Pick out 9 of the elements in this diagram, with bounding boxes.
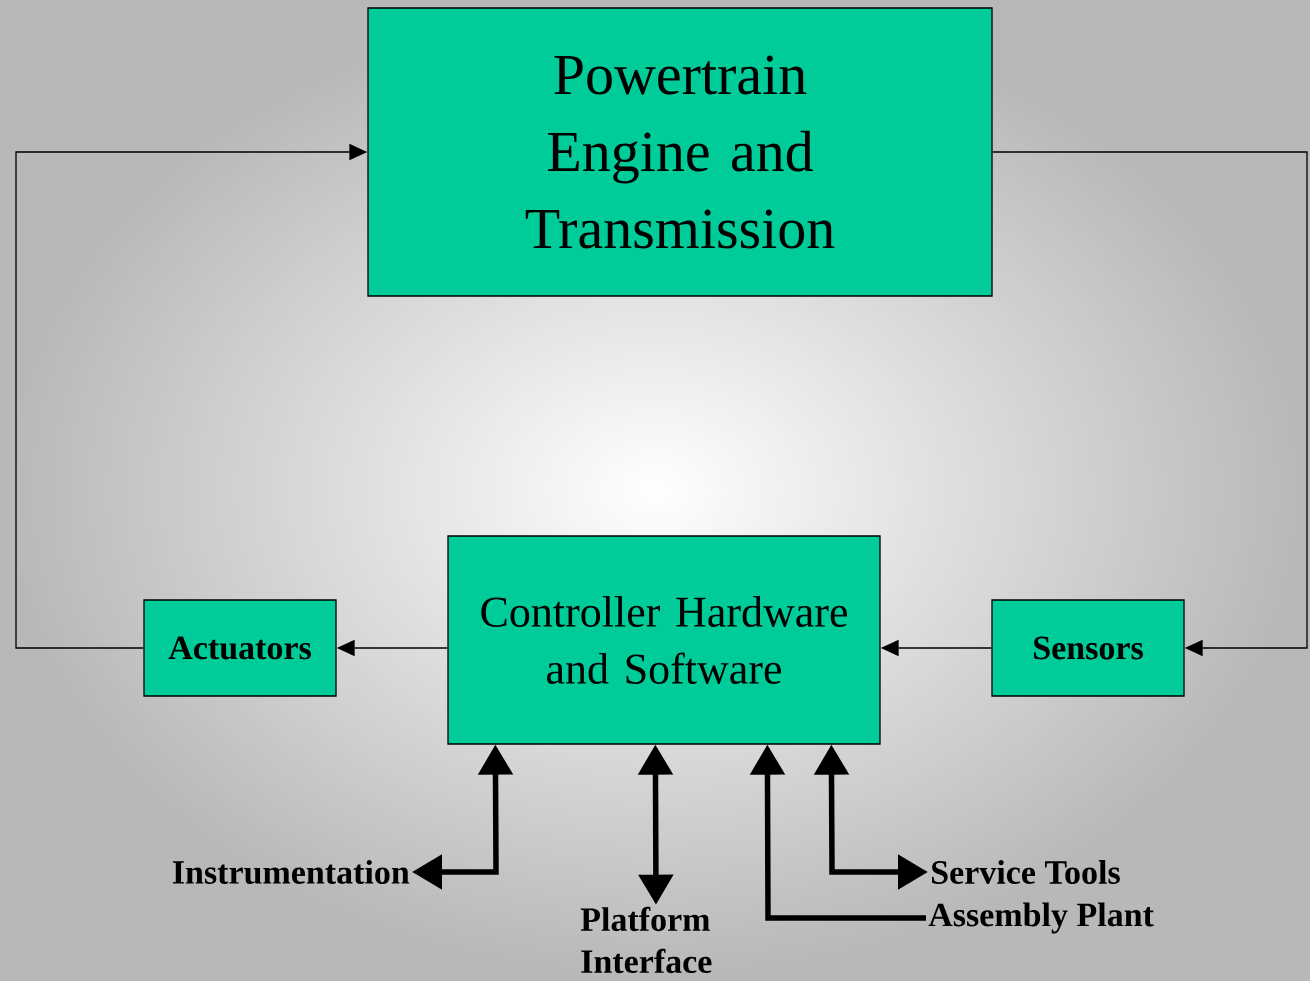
text-label: Instrumentation — [172, 860, 410, 884]
text-label: Platform Interface — [580, 906, 712, 974]
process-box: Sensors — [991, 599, 1185, 697]
text-label: Service Tools — [932, 860, 1120, 884]
text-label: Assembly Plant — [928, 902, 1154, 934]
arrow — [992, 151, 1308, 657]
process-box: Powertrain Engine and Transmission — [367, 7, 993, 297]
process-box: Actuators — [143, 599, 337, 697]
process-box: Controller Hardware and Software — [447, 535, 881, 745]
